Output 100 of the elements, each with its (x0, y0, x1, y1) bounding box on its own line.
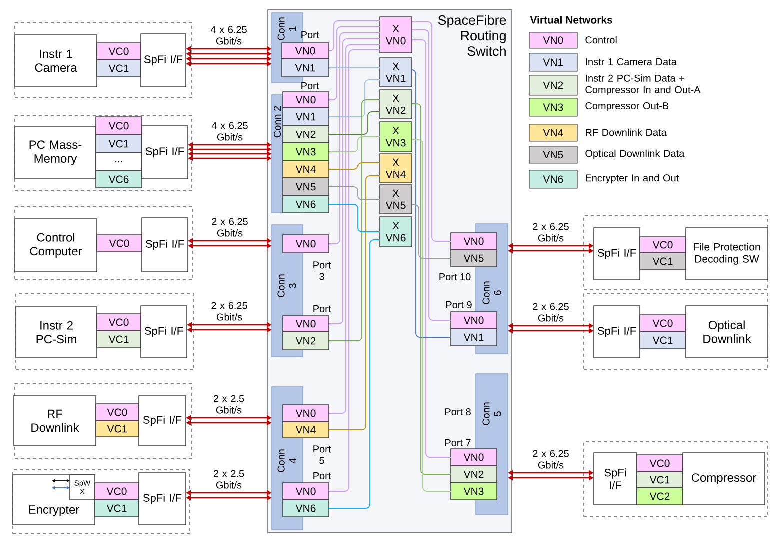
legend-text: Instr 2 PC-Sim Data + Compressor In and Out-A (586, 74, 701, 96)
group-frame (14, 22, 192, 98)
channel-box: VC0 (96, 234, 142, 252)
channel-box: VC0 (96, 116, 142, 136)
wire (328, 80, 380, 118)
group-frame (14, 206, 194, 280)
channel-box: VC1 (640, 332, 686, 350)
port-box: VN2 (282, 332, 330, 350)
port-label: Port (302, 82, 320, 90)
channel-box: VC0 (636, 454, 684, 472)
crossbar-box: X VN1 (380, 58, 412, 88)
wire (412, 70, 452, 338)
arrow (52, 479, 70, 483)
port-box: VN4 (282, 422, 330, 438)
edge-label: 4 x 6.25 Gbit/s (212, 122, 248, 141)
crossbar-box: X VN3 (380, 122, 412, 152)
port-box: VN0 (450, 448, 498, 466)
legend-text: Control (586, 36, 617, 44)
wire (328, 186, 380, 200)
device-box: RF Downlink (14, 396, 96, 446)
channel-box: VC0 (96, 404, 140, 422)
channel-box: VC1 (96, 134, 142, 154)
port-label: Port 7 (445, 440, 471, 446)
port-label: Port 9 (446, 301, 472, 309)
port-box: VN0 (450, 232, 498, 250)
port-box: VN5 (282, 178, 330, 196)
channel-box: VC0 (640, 314, 686, 332)
channel-box: VC0 (96, 42, 142, 60)
wire (328, 162, 380, 170)
group-frame (14, 384, 192, 460)
channel-box: VC0 (640, 236, 686, 254)
wire (328, 176, 380, 430)
interface-box: SpFi I/F (594, 228, 640, 280)
interface-box: SpFi I/F (140, 34, 186, 88)
wire (328, 50, 380, 492)
port-box: VN2 (450, 466, 498, 484)
interface-box: SpFi I/F (140, 306, 188, 358)
channel-box: VC0 (94, 482, 140, 500)
port-box: VN0 (282, 404, 330, 422)
edge-label: 2 x 6.25 Gbit/s (212, 302, 248, 321)
interface-box: SpFi I/F (142, 218, 188, 272)
channel-box: ... (96, 152, 142, 172)
crossbar-box: X VN4 (380, 154, 412, 184)
device-box: PC Mass-Memory (14, 126, 96, 180)
interface-box: SpFi I/F (138, 472, 186, 526)
wire (328, 32, 380, 244)
wire (328, 136, 380, 152)
port-box: VN0 (450, 312, 498, 330)
port-box: VN2 (282, 126, 330, 144)
interface-box: SpFi I/F (594, 306, 640, 358)
device-box: Compressor (682, 452, 766, 506)
port-label: Port 3 (314, 262, 332, 280)
channel-box: VC2 (636, 488, 684, 506)
port-box: VN1 (282, 108, 330, 126)
port-box: VN1 (450, 328, 498, 346)
group-frame (584, 442, 768, 518)
group-frame (14, 116, 192, 192)
port-label: Port 5 (314, 446, 332, 464)
wire (412, 22, 452, 242)
port-label: Port (314, 306, 332, 312)
crossbar-box: X VN2 (380, 90, 412, 120)
channel-box: VC1 (96, 330, 142, 348)
port-box: VN3 (450, 482, 498, 500)
crossbar-box: X VN6 (380, 216, 412, 248)
channel-box: VC1 (640, 252, 686, 270)
channel-box: VC6 (96, 170, 142, 188)
wire (328, 100, 380, 342)
channel-box: VC1 (96, 420, 140, 438)
legend-text: Optical Downlink Data (586, 150, 685, 160)
port-box: VN4 (282, 160, 330, 178)
wire (328, 38, 380, 324)
group-frame (16, 294, 194, 370)
interface-box: SpFi I/F (142, 126, 188, 180)
wire (412, 40, 452, 458)
port-box: VN5 (450, 250, 498, 268)
edge-label: 2 x 2.5 Gbit/s (214, 395, 244, 414)
port-box: VN6 (282, 196, 330, 214)
channel-box: VC1 (94, 500, 140, 518)
wire (328, 240, 380, 509)
port-label: Port (302, 32, 320, 38)
wire (328, 20, 380, 52)
port-box: VN1 (282, 58, 330, 78)
arrow (52, 486, 70, 490)
port-box: VN3 (282, 142, 330, 162)
device-box: Instr 2 PC-Sim (16, 306, 98, 358)
edge-label: 4 x 6.25 Gbit/s (210, 26, 247, 45)
interface-box: SpFi I/F (138, 396, 186, 446)
crossbar-box: X VN5 (380, 184, 412, 214)
wire (328, 26, 380, 100)
device-box: Optical Downlink (686, 306, 768, 358)
device-box: File Protection Decoding SW (686, 228, 768, 280)
group-frame (584, 216, 768, 290)
edge-label: 2 x 2.5 Gbit/s (214, 470, 244, 489)
legend-text: RF Downlink Data (586, 128, 667, 136)
group-frame (584, 294, 768, 370)
port-label: Port 10 (440, 273, 471, 281)
channel-box: VC1 (636, 472, 684, 488)
device-box: Control Computer (14, 218, 98, 272)
legend-title: Virtual Networks (530, 16, 612, 24)
edge-label: 2 x 6.25 Gbit/s (533, 450, 569, 469)
